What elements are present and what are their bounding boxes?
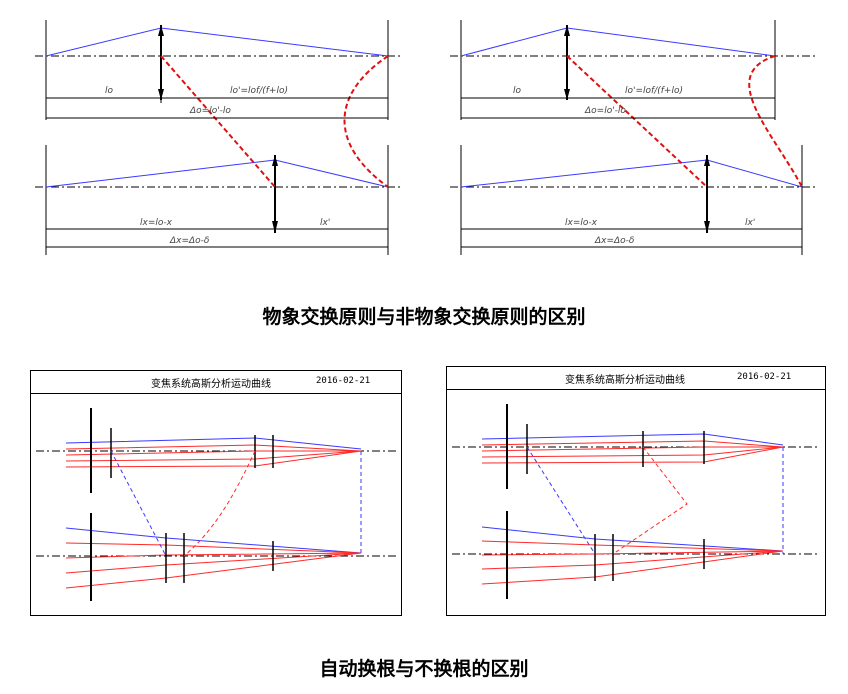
caption-top: 物象交换原则与非物象交换原则的区别 [262, 306, 586, 328]
label-lx-prime: lx' [320, 218, 330, 228]
label-lo: lo [105, 86, 114, 96]
label-lo-prime-right: lo'=lof/(f+lo) [625, 86, 683, 96]
panel-date: 2016-02-21 [316, 376, 371, 386]
panel-header [31, 371, 401, 394]
label-lx-prime-right: lx' [745, 218, 755, 228]
label-lo-prime: lo'=lof/(f+lo) [230, 86, 288, 96]
motion-curve-left [36, 408, 396, 601]
caption-bottom: 自动换根与不换根的区别 [319, 658, 529, 680]
label-delta-x: Δx=Δo-δ [169, 236, 210, 246]
label-lx-right: lx=lo-x [565, 218, 598, 228]
panel-no-root-switch: 变焦系统高斯分析运动曲线 2016-02-21 [446, 366, 826, 616]
label-delta-o: Δo=lo'-lo [189, 106, 231, 116]
panel-title-right: 变焦系统高斯分析运动曲线 [565, 375, 685, 386]
panel-header-right [447, 367, 825, 390]
panel-auto-root-switch: 变焦系统高斯分析运动曲线 2016-02-21 [30, 370, 402, 616]
motion-curve-right [452, 404, 819, 599]
panel-title: 变焦系统高斯分析运动曲线 [151, 379, 271, 390]
label-lx: lx=lo-x [140, 218, 173, 228]
panel-date-right: 2016-02-21 [737, 372, 792, 382]
diagram-image-exchange: lo lo'=lof/(f+lo) Δo=lo'-lo lx=lo-x lx' … [35, 20, 400, 255]
label-delta-x-right: Δx=Δo-δ [594, 236, 635, 246]
label-lo-right: lo [513, 86, 522, 96]
label-delta-o-right: Δo=lo'-lo [584, 106, 626, 116]
diagram-non-image-exchange: lo lo'=lof/(f+lo) Δo=lo'-lo lx=lo-x lx' … [450, 20, 815, 255]
